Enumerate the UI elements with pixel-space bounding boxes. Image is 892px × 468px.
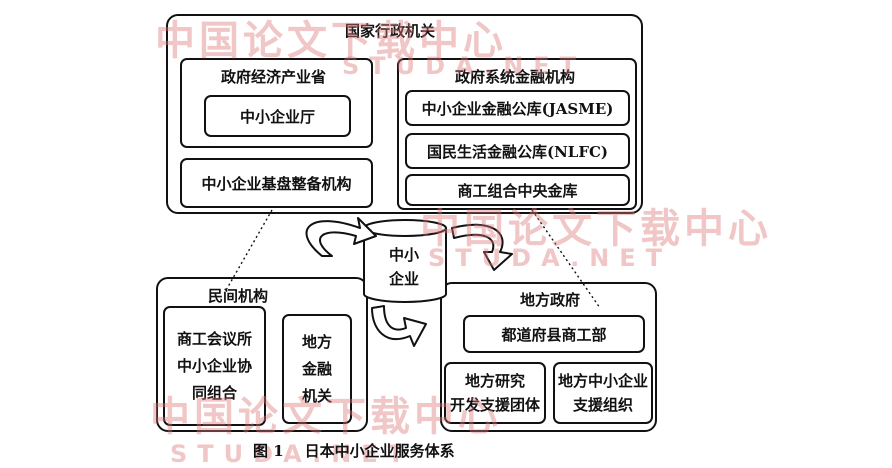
curved-arrow-national <box>305 217 377 257</box>
local-finance-line-2: 金融 <box>301 359 332 378</box>
center-line-2: 企业 <box>389 270 420 288</box>
local-finance-line-1: 地方 <box>301 332 332 351</box>
shoko-box: 商工组合中央金库 <box>405 174 630 206</box>
meti-title: 政府经济产业省 <box>221 68 327 86</box>
curved-arrow-finance <box>451 223 513 271</box>
commerce-dept-box: 都道府县商工部 <box>463 315 645 353</box>
nlfc-box: 国民生活金融公库(NLFC) <box>405 133 630 169</box>
jasme-box: 中小企业金融公库(JASME) <box>405 90 630 126</box>
local-finance-box: 地方 金融 机关 <box>282 314 352 424</box>
local-finance-line-3: 机关 <box>301 386 332 405</box>
dotted-line-finance-local <box>531 209 601 309</box>
chamber-line-2: 中小企业协 <box>176 356 252 375</box>
private-title: 民间机构 <box>208 287 269 305</box>
research-line-2: 开发支援团体 <box>449 396 540 414</box>
figure-number: 图 1 <box>253 442 284 460</box>
chamber-line-1: 商工会议所 <box>176 329 252 348</box>
center-line-1: 中小 <box>389 246 420 264</box>
figure-title: 日本中小企业服务体系 <box>304 442 455 460</box>
research-line-1: 地方研究 <box>464 372 525 390</box>
sme-support-line-2: 支援组织 <box>572 396 633 414</box>
chamber-line-3: 同组合 <box>191 383 237 402</box>
sme-support-line-1: 地方中小企业 <box>557 372 648 390</box>
finance-title: 政府系统金融机构 <box>455 68 576 86</box>
national-admin-title: 国家行政机关 <box>345 22 436 40</box>
sme-agency-box: 中小企业厅 <box>204 95 351 137</box>
local-gov-title: 地方政府 <box>520 291 581 309</box>
center-cylinder <box>363 219 447 303</box>
research-support-box: 地方研究 开发支援团体 <box>444 362 546 424</box>
dotted-line-meti-private <box>224 209 273 293</box>
figure-caption: 图 1 日本中小企业服务体系 <box>253 440 455 461</box>
chamber-box: 商工会议所 中小企业协 同组合 <box>163 306 266 426</box>
sme-support-org-box: 地方中小企业 支援组织 <box>553 362 653 424</box>
smrj-box: 中小企业基盘整备机构 <box>180 158 373 208</box>
curved-arrow-private <box>371 305 427 347</box>
